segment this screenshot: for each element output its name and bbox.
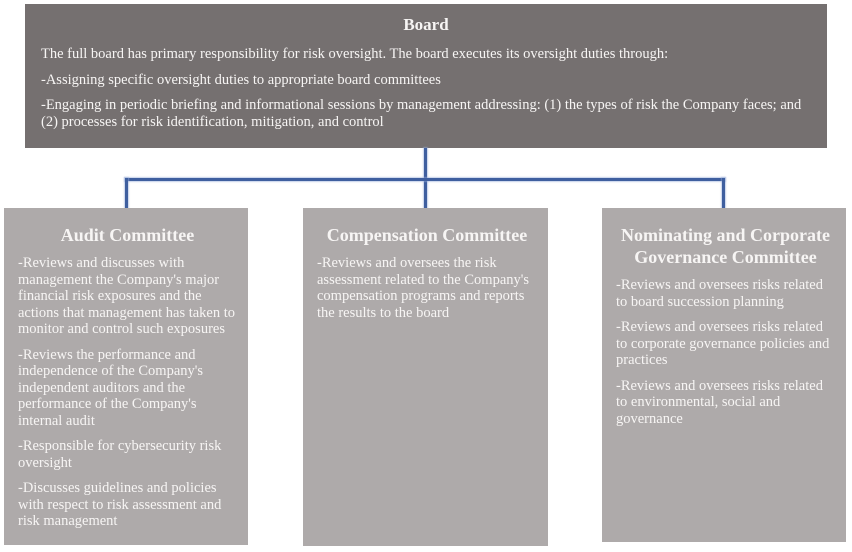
committee-bullet: -Reviews the performance and independenc… [18,346,204,429]
board-title: Board [403,15,449,34]
board-bullet: -Assigning specific oversight duties to … [41,71,441,88]
committee-bullet: -Reviews and oversees risks related to c… [616,319,830,368]
board-bullet: -Engaging in periodic briefing and infor… [41,97,802,130]
committee-bullet: -Responsible for cybersecurity risk over… [18,438,222,471]
committee-box-audit: Audit Committee -Reviews and discusses w… [4,208,248,545]
committee-bullet: -Reviews and oversees the risk assessmen… [317,255,530,321]
board-box: Board The full board has primary respons… [25,4,827,148]
committee-box-compensation: Compensation Committee -Reviews and over… [303,208,548,546]
audit-committee-title: Audit Committee [60,225,195,245]
committee-bullet: -Reviews and discusses with management t… [18,255,236,337]
connector-right-drop [722,178,725,209]
nominating-committee-title: Nominating and Corporate Governance Comm… [620,225,830,267]
committee-bullet: -Discusses guidelines and policies with … [18,480,222,529]
committee-box-nominating: Nominating and Corporate Governance Comm… [602,208,846,542]
committee-bullet: -Reviews and oversees risks related to b… [616,277,823,310]
connector-horizontal [125,178,725,181]
compensation-committee-title: Compensation Committee [326,225,528,245]
connector-left-drop [125,178,128,209]
board-intro: The full board has primary responsibilit… [41,46,669,62]
committee-bullet: -Reviews and oversees risks related to e… [616,377,823,427]
